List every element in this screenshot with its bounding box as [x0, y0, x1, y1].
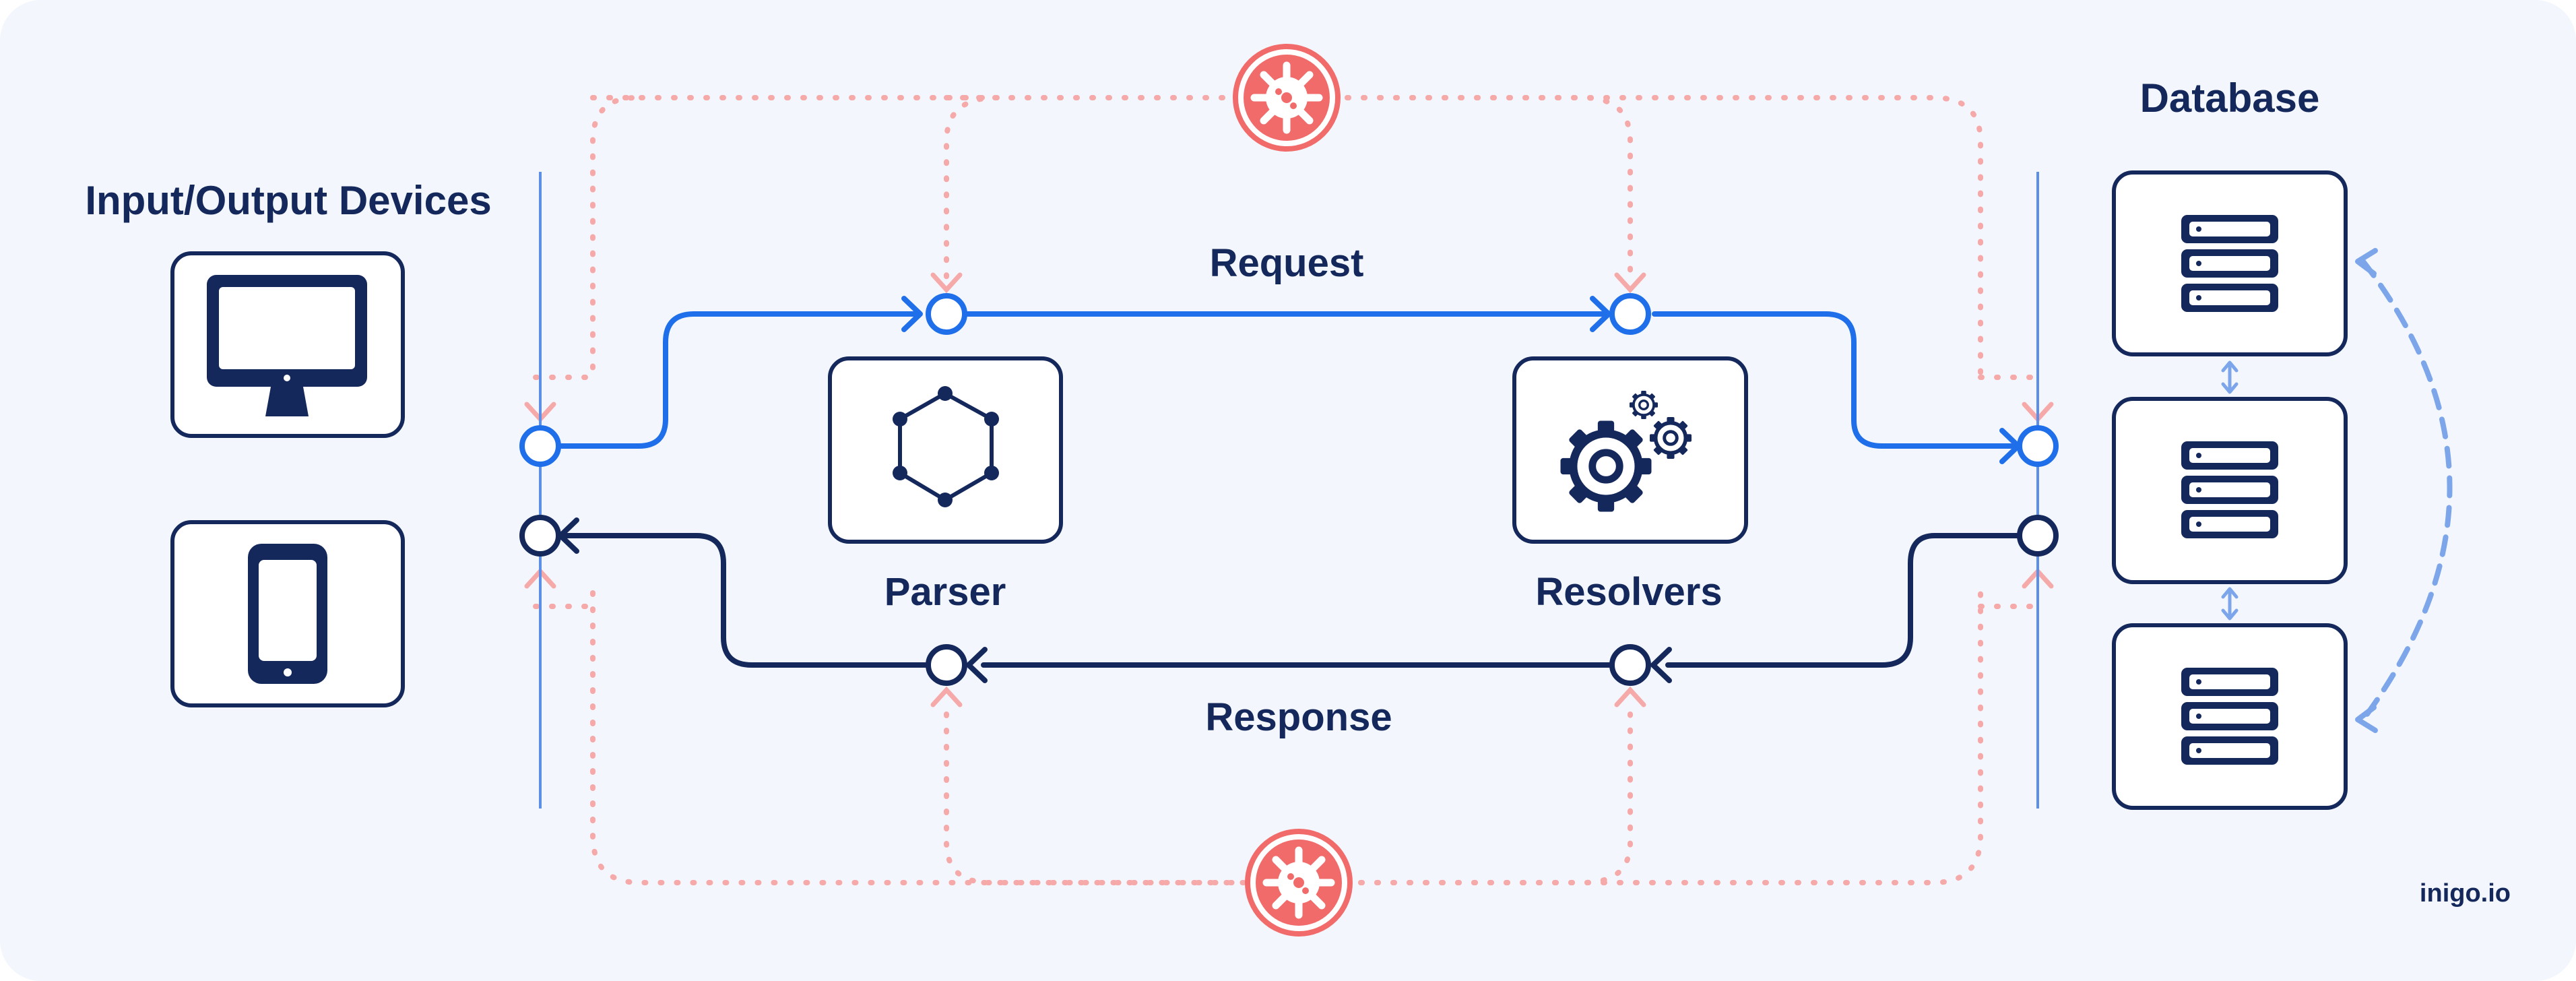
virus-icon — [1266, 850, 1331, 915]
desktop-monitor-icon — [207, 275, 367, 416]
request-label: Request — [1210, 241, 1364, 285]
resolvers-label: Resolvers — [1535, 570, 1722, 614]
desktop-device — [170, 251, 405, 438]
server-stack-icon — [2181, 215, 2278, 312]
response-nodes — [519, 515, 2059, 686]
db-replication-curve — [2360, 259, 2453, 722]
server-stack-icon — [2181, 668, 2278, 765]
db-replication-arrowheads — [2355, 248, 2378, 733]
db-sync-arrows — [2221, 360, 2239, 621]
parser-label: Parser — [884, 570, 1006, 614]
threat-top — [1233, 44, 1341, 152]
database-label: Database — [2140, 75, 2320, 121]
io-devices-label: Input/Output Devices — [85, 178, 491, 223]
graphql-hexagon-icon — [893, 386, 999, 507]
threat-paths — [533, 95, 2040, 885]
request-nodes — [519, 293, 2059, 467]
brand-label: inigo.io — [2420, 879, 2511, 908]
response-label: Response — [1205, 695, 1392, 739]
mobile-phone-icon — [248, 544, 327, 684]
database-server-1 — [2112, 170, 2348, 356]
database-server-3 — [2112, 623, 2348, 810]
response-flow-line — [559, 533, 2022, 668]
parser-box — [828, 356, 1063, 544]
resolvers-box — [1512, 356, 1748, 544]
server-stack-icon — [2181, 441, 2278, 538]
threat-bottom — [1245, 829, 1353, 937]
mobile-device — [170, 520, 405, 707]
request-flow-line — [556, 311, 2021, 449]
database-server-2 — [2112, 397, 2348, 584]
virus-icon — [1254, 65, 1319, 130]
